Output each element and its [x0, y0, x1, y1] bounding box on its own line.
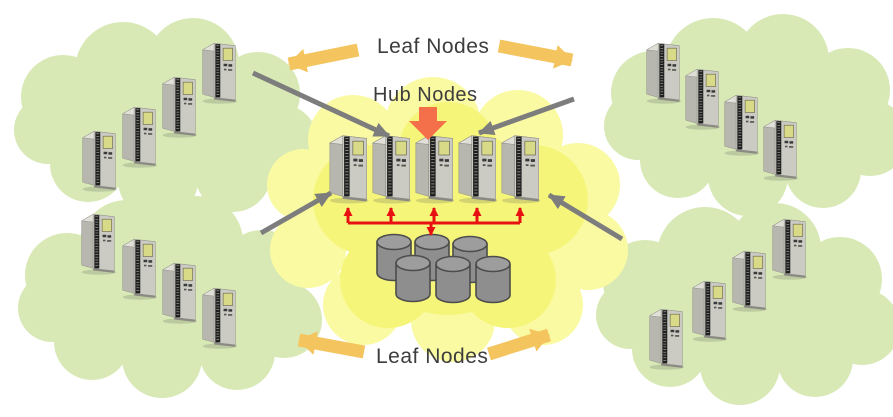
leaf-nodes-label-top: Leaf Nodes: [377, 35, 490, 58]
server-icon: [773, 219, 807, 279]
hub-server-icon: [416, 136, 455, 204]
hub-servers: [330, 136, 541, 204]
leaf-arrow-top-left: [287, 43, 360, 73]
server-icon: [163, 263, 197, 323]
leaf-arrow-top-right: [497, 39, 574, 69]
leaf-arrow-bottom-left: [297, 331, 366, 359]
server-icon: [163, 77, 197, 137]
server-icon: [650, 309, 684, 369]
link-arrow-top-left: [251, 70, 391, 139]
link-arrow-bottom-left: [259, 190, 333, 236]
link-arrows: [251, 70, 624, 242]
hub-server-icon: [330, 136, 369, 204]
link-arrow-top-right: [478, 96, 575, 136]
server-icon: [686, 69, 720, 129]
leaf-arrow-bottom-right: [487, 328, 551, 361]
server-icon: [733, 251, 767, 311]
database-icon: [435, 255, 471, 304]
database-icon: [395, 254, 431, 303]
server-icon: [123, 107, 157, 167]
server-icon: [82, 214, 116, 274]
hub-server-icon: [459, 136, 498, 204]
server-icon: [725, 95, 759, 155]
storage-bus: [343, 207, 525, 236]
link-arrow-bottom-right: [547, 192, 624, 242]
leaf-arrows: [287, 39, 574, 361]
server-icon: [647, 43, 681, 103]
server-icon: [123, 239, 157, 299]
server-icon: [693, 281, 727, 341]
hub-pointer-arrow: [409, 107, 447, 140]
server-icon: [203, 288, 237, 348]
hub-server-icon: [373, 136, 412, 204]
server-icon: [83, 131, 117, 191]
server-icon: [764, 120, 798, 180]
hub-nodes-label: Hub Nodes: [373, 84, 478, 106]
leaf-nodes-label-bottom: Leaf Nodes: [376, 345, 489, 368]
database-icon: [475, 255, 511, 304]
hub-server-icon: [502, 136, 541, 204]
server-icon: [203, 43, 237, 103]
